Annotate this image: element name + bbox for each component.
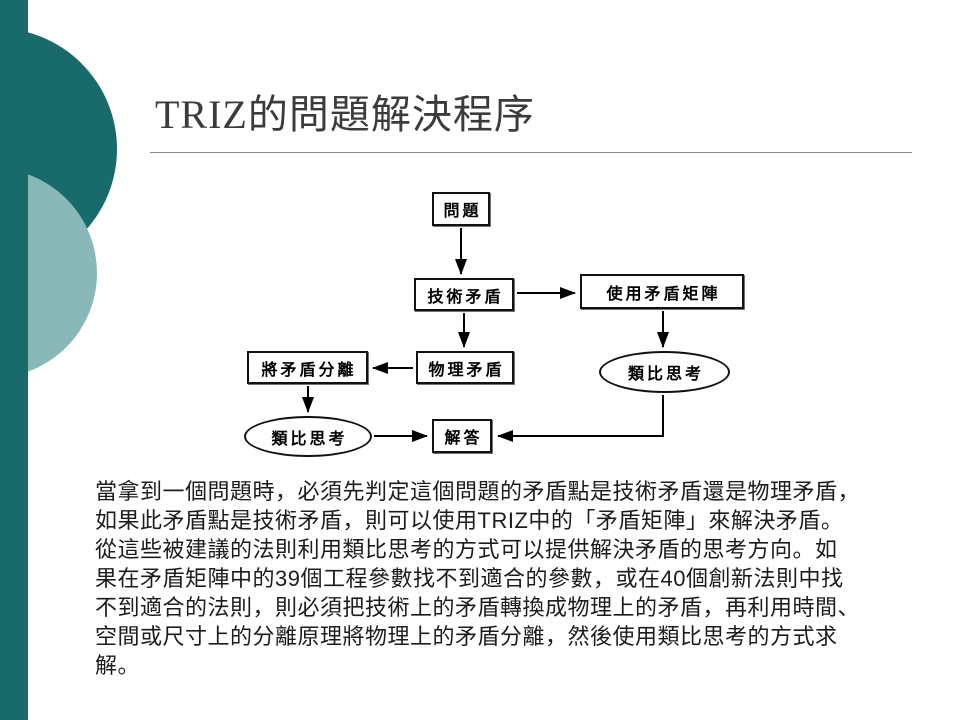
node-problem: 問題 (432, 192, 490, 226)
node-analogy-thinking-right: 類比思考 (599, 351, 730, 393)
title-divider (150, 152, 912, 153)
body-line-6: 空間或尺寸上的分離原理將物理上的矛盾分離，然後使用類比思考的方式求 (95, 624, 838, 649)
body-line-5: 不到適合的法則，則必須把技術上的矛盾轉換成物理上的矛盾，再利用時間、 (95, 595, 861, 620)
left-accent-bar (0, 0, 28, 720)
body-line-1: 當拿到一個問題時，必須先判定這個問題的矛盾點是技術矛盾還是物理矛盾， (95, 479, 861, 504)
body-text: 當拿到一個問題時，必須先判定這個問題的矛盾點是技術矛盾還是物理矛盾， 如果此矛盾… (95, 477, 887, 680)
node-physical-contradiction: 物理矛盾 (416, 351, 514, 384)
body-line-4: 果在矛盾矩陣中的39個工程參數找不到適合的參數，或在40個創新法則中找 (95, 566, 844, 591)
body-line-2: 如果此矛盾點是技術矛盾，則可以使用TRIZ中的「矛盾矩陣」來解決矛盾。 (95, 508, 844, 533)
node-answer: 解答 (432, 419, 492, 453)
node-technical-contradiction: 技術矛盾 (414, 278, 514, 311)
node-separate-contradiction: 將矛盾分離 (247, 351, 368, 384)
node-use-contradiction-matrix: 使用矛盾矩陣 (580, 274, 744, 309)
body-line-7: 解。 (95, 653, 141, 678)
body-line-3: 從這些被建議的法則利用類比思考的方式可以提供解決矛盾的思考方向。如 (95, 537, 838, 562)
slide-title: TRIZ的問題解決程序 (155, 92, 535, 137)
node-analogy-thinking-left: 類比思考 (244, 416, 372, 457)
